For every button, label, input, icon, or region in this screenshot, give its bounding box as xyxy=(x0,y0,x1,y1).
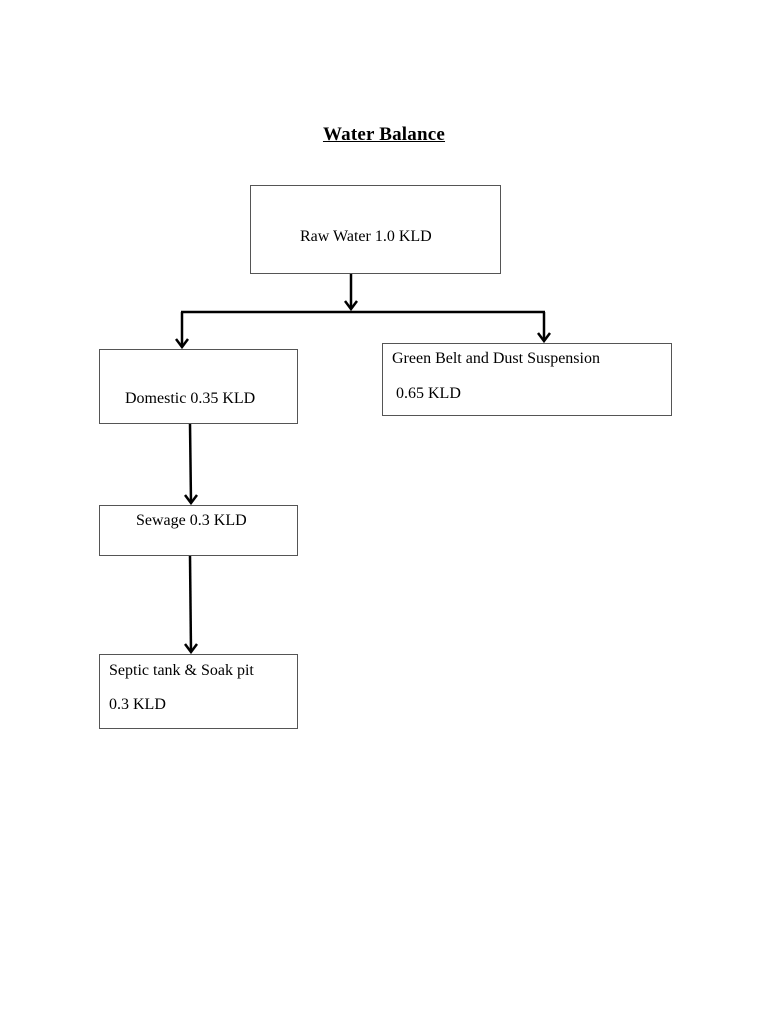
connector-sewage-to-septic xyxy=(188,555,193,653)
septic-box: Septic tank & Soak pit 0.3 KLD xyxy=(99,654,298,729)
arrowhead-sewage-to-septic xyxy=(184,643,198,655)
diagram-title: Water Balance xyxy=(322,124,446,145)
arrowhead-raw-to-branch xyxy=(344,300,358,312)
raw-water-label: Raw Water 1.0 KLD xyxy=(300,228,432,245)
domestic-box: Domestic 0.35 KLD xyxy=(99,349,298,424)
sewage-label: Sewage 0.3 KLD xyxy=(136,512,247,529)
domestic-label: Domestic 0.35 KLD xyxy=(125,390,256,407)
connector-domestic-to-sewage xyxy=(188,423,193,504)
arrowhead-to-green-belt xyxy=(537,332,551,344)
green-belt-value: 0.65 KLD xyxy=(396,385,461,402)
green-belt-box: Green Belt and Dust Suspension 0.65 KLD xyxy=(382,343,672,416)
septic-label: Septic tank & Soak pit xyxy=(109,662,254,679)
arrowhead-domestic-to-sewage xyxy=(184,494,198,506)
raw-water-box: Raw Water 1.0 KLD xyxy=(250,185,501,274)
green-belt-label: Green Belt and Dust Suspension xyxy=(392,350,600,367)
septic-value: 0.3 KLD xyxy=(109,696,166,713)
sewage-box: Sewage 0.3 KLD xyxy=(99,505,298,556)
arrowhead-to-domestic xyxy=(175,338,189,350)
